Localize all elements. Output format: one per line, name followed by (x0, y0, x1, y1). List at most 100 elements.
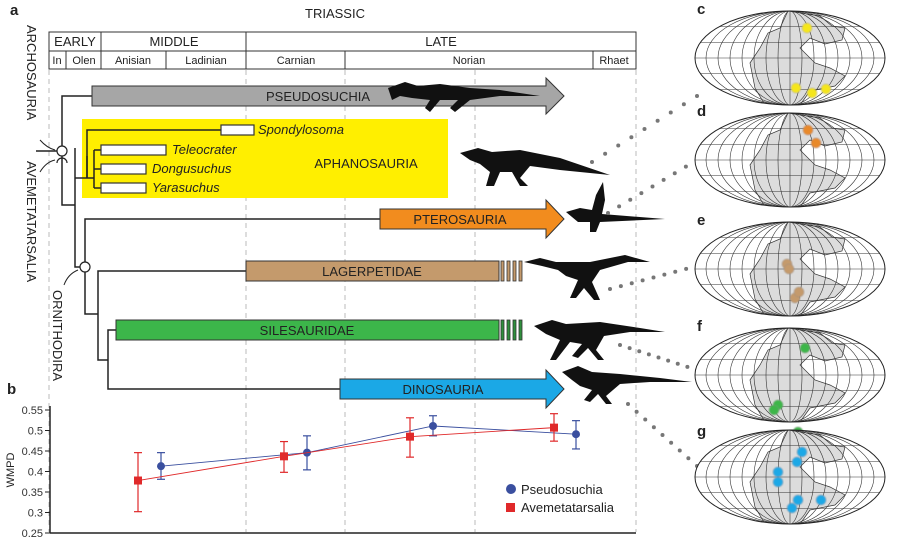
y-tick-label: 0.3 (28, 508, 43, 520)
connector-dot (695, 94, 699, 98)
period-title: TRIASSIC (305, 6, 365, 21)
lineage-bar-dinosauria (339, 368, 565, 410)
occurrence-dot (820, 83, 832, 95)
graticule (695, 113, 885, 207)
timescale-table (48, 31, 637, 70)
y-tick-label: 0.5 (28, 426, 43, 438)
connector-dot (673, 269, 678, 274)
connector-dot (643, 417, 648, 422)
connector-dot (684, 266, 689, 271)
phylogeny-tree (36, 95, 380, 390)
connector-dots (618, 343, 699, 372)
lineage-label-pseudosuchia: PSEUDOSUCHIA (266, 89, 370, 104)
connector-dot (629, 135, 634, 140)
connector-dot (662, 272, 667, 277)
graticule (695, 222, 885, 316)
legend: Pseudosuchia Avemetatarsalia (506, 482, 615, 515)
connector-dot (639, 191, 644, 196)
occurrence-dot (802, 124, 814, 136)
map-outline (694, 112, 886, 208)
panel-label-f: f (697, 318, 703, 335)
lineage-label-aphanosauria: APHANOSAURIA (314, 156, 418, 171)
connector-dot (650, 184, 655, 189)
connector-dot (642, 127, 647, 131)
data-point (572, 430, 580, 439)
occurrence-dot (790, 82, 802, 94)
connector-dot (677, 448, 682, 453)
connector-dot (618, 284, 623, 289)
occurrence-dot (806, 87, 818, 99)
series-pseudosuchia (157, 415, 580, 480)
occurrence-dot (815, 494, 827, 506)
pointer-ornithodira (63, 269, 79, 286)
clade-label-avemetatarsalia: AVEMETATARSALIA (24, 161, 39, 282)
connector-dot (660, 433, 665, 437)
connector-dot (686, 456, 691, 461)
graticule (695, 328, 885, 422)
panel-label-b: b (7, 381, 16, 398)
legend-label-pseudosuchia: Pseudosuchia (521, 482, 603, 497)
connector-dot (628, 197, 633, 202)
occurrence-dot (799, 342, 811, 354)
taxon-yarasuchus: Yarasuchus (152, 180, 220, 195)
connector-dot (616, 143, 621, 148)
map-outline (694, 10, 886, 106)
occurrence-dot (783, 263, 795, 275)
occurrence-dot (810, 137, 822, 149)
stage-olenekian: Olen (72, 55, 95, 67)
y-tick-label: 0.45 (22, 446, 43, 458)
legend-marker-avemetatarsalia (506, 503, 515, 512)
data-point (280, 452, 288, 461)
paleomaps (694, 10, 886, 525)
occurrence-dot (772, 476, 784, 488)
pointer-avemetatarsalia (39, 159, 56, 173)
connector-dot (656, 355, 661, 360)
connector-dot (640, 278, 645, 283)
lineage-bar-lagerpetidae (245, 260, 500, 282)
graticule (695, 11, 885, 105)
stage-norian: Norian (453, 55, 485, 67)
stage-induan: In (52, 55, 61, 67)
panel-label-d: d (697, 103, 706, 120)
connector-dot (685, 364, 690, 369)
connector-dot (651, 425, 656, 430)
connector-dot (618, 343, 622, 347)
connector-dot (666, 358, 671, 363)
lagerpetidae-uncertain-range (500, 260, 523, 282)
connector-dot (606, 211, 610, 215)
map-d (694, 112, 886, 208)
connector-dot (590, 160, 594, 164)
connector-dots (606, 158, 699, 215)
aphanosaur-taxon-bars (100, 124, 255, 194)
connector-dot (669, 440, 674, 445)
connector-dot (634, 409, 639, 414)
panel-label-c: c (697, 1, 705, 18)
occurrence-dot (772, 466, 784, 478)
silhouette-silesaurid (534, 320, 665, 360)
epoch-late: LATE (425, 34, 457, 49)
series-line (160, 425, 577, 467)
connector-dot (683, 164, 688, 169)
connector-dot (626, 402, 630, 406)
lineage-label-silesauridae: SILESAURIDAE (260, 323, 355, 338)
stage-carnian: Carnian (277, 55, 316, 67)
map-connectors (590, 94, 699, 468)
map-outline (694, 327, 886, 423)
panel-label-e: e (697, 212, 705, 229)
panel-label-g: g (697, 423, 706, 440)
legend-label-avemetatarsalia: Avemetatarsalia (521, 500, 615, 515)
lineage-bar-silesauridae (115, 319, 500, 341)
connector-dots (608, 264, 699, 291)
series-line (137, 427, 555, 481)
stage-anisian: Anisian (115, 55, 151, 67)
connector-dot (629, 281, 634, 286)
connector-dot (637, 349, 642, 354)
clade-label-archosauria: ARCHOSAURIA (24, 25, 39, 121)
data-point (550, 423, 558, 432)
graticule (695, 430, 885, 524)
map-e (694, 221, 886, 317)
lineage-label-pterosauria: PTEROSAURIA (413, 212, 507, 227)
y-tick-label: 0.55 (22, 405, 43, 417)
occurrence-dot (801, 22, 813, 34)
